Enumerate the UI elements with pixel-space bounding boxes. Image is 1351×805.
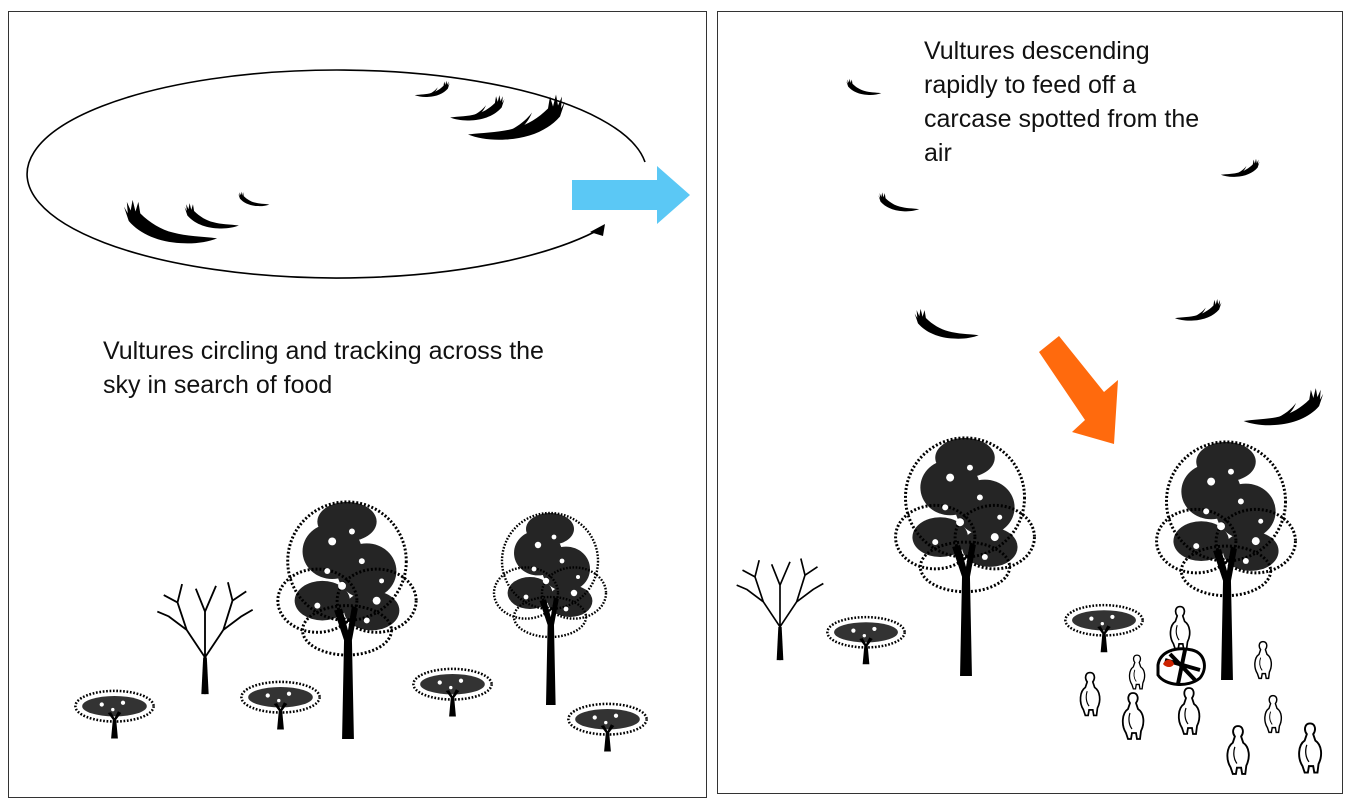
shrub-icon [825,615,907,666]
vulture-icon [1243,388,1324,426]
vulture-icon [414,80,450,98]
vulture-icon [1174,298,1222,321]
vulture-icon [878,192,920,212]
standing-vulture-icon [1121,691,1145,741]
vulture-icon [238,191,270,207]
standing-vulture-icon [1079,671,1101,717]
caption-circling: Vultures circling and tracking across th… [103,337,551,399]
standing-vulture-icon [1128,654,1146,690]
standing-vulture-icon [1226,725,1250,775]
carcase-icon [1156,647,1206,686]
caption-descending: Vultures descending rapidly to feed off … [924,37,1207,167]
panel-circling: Vultures circling and tracking across th… [8,11,707,798]
shrub-icon [411,667,494,718]
panel-descending: Vultures descending rapidly to feed off … [717,11,1343,794]
vulture-icon [846,78,882,96]
standing-vulture-icon [1264,694,1283,734]
tall-tree-icon [1155,440,1297,680]
bare-tree-icon [735,557,825,662]
standing-vulture-icon [1177,687,1201,735]
vulture-icon [184,203,239,229]
tall-tree-icon [492,511,608,707]
shrub-icon [566,702,649,753]
bare-tree-icon [156,581,254,696]
shrub-icon [239,680,322,731]
standing-vulture-icon [1254,640,1273,680]
standing-vulture-icon [1169,605,1191,651]
vulture-icon [914,308,979,339]
circling-path [26,69,646,279]
standing-vulture-icon [1298,722,1323,774]
descent-arrow-icon [1039,336,1118,444]
transition-arrow-icon [572,166,690,224]
shrub-icon [1063,603,1145,654]
vulture-icon [1220,158,1260,177]
tall-tree-icon [894,436,1036,676]
vulture-icon [450,95,505,121]
shrub-icon [73,689,156,740]
circling-arrowhead-icon [590,224,605,236]
